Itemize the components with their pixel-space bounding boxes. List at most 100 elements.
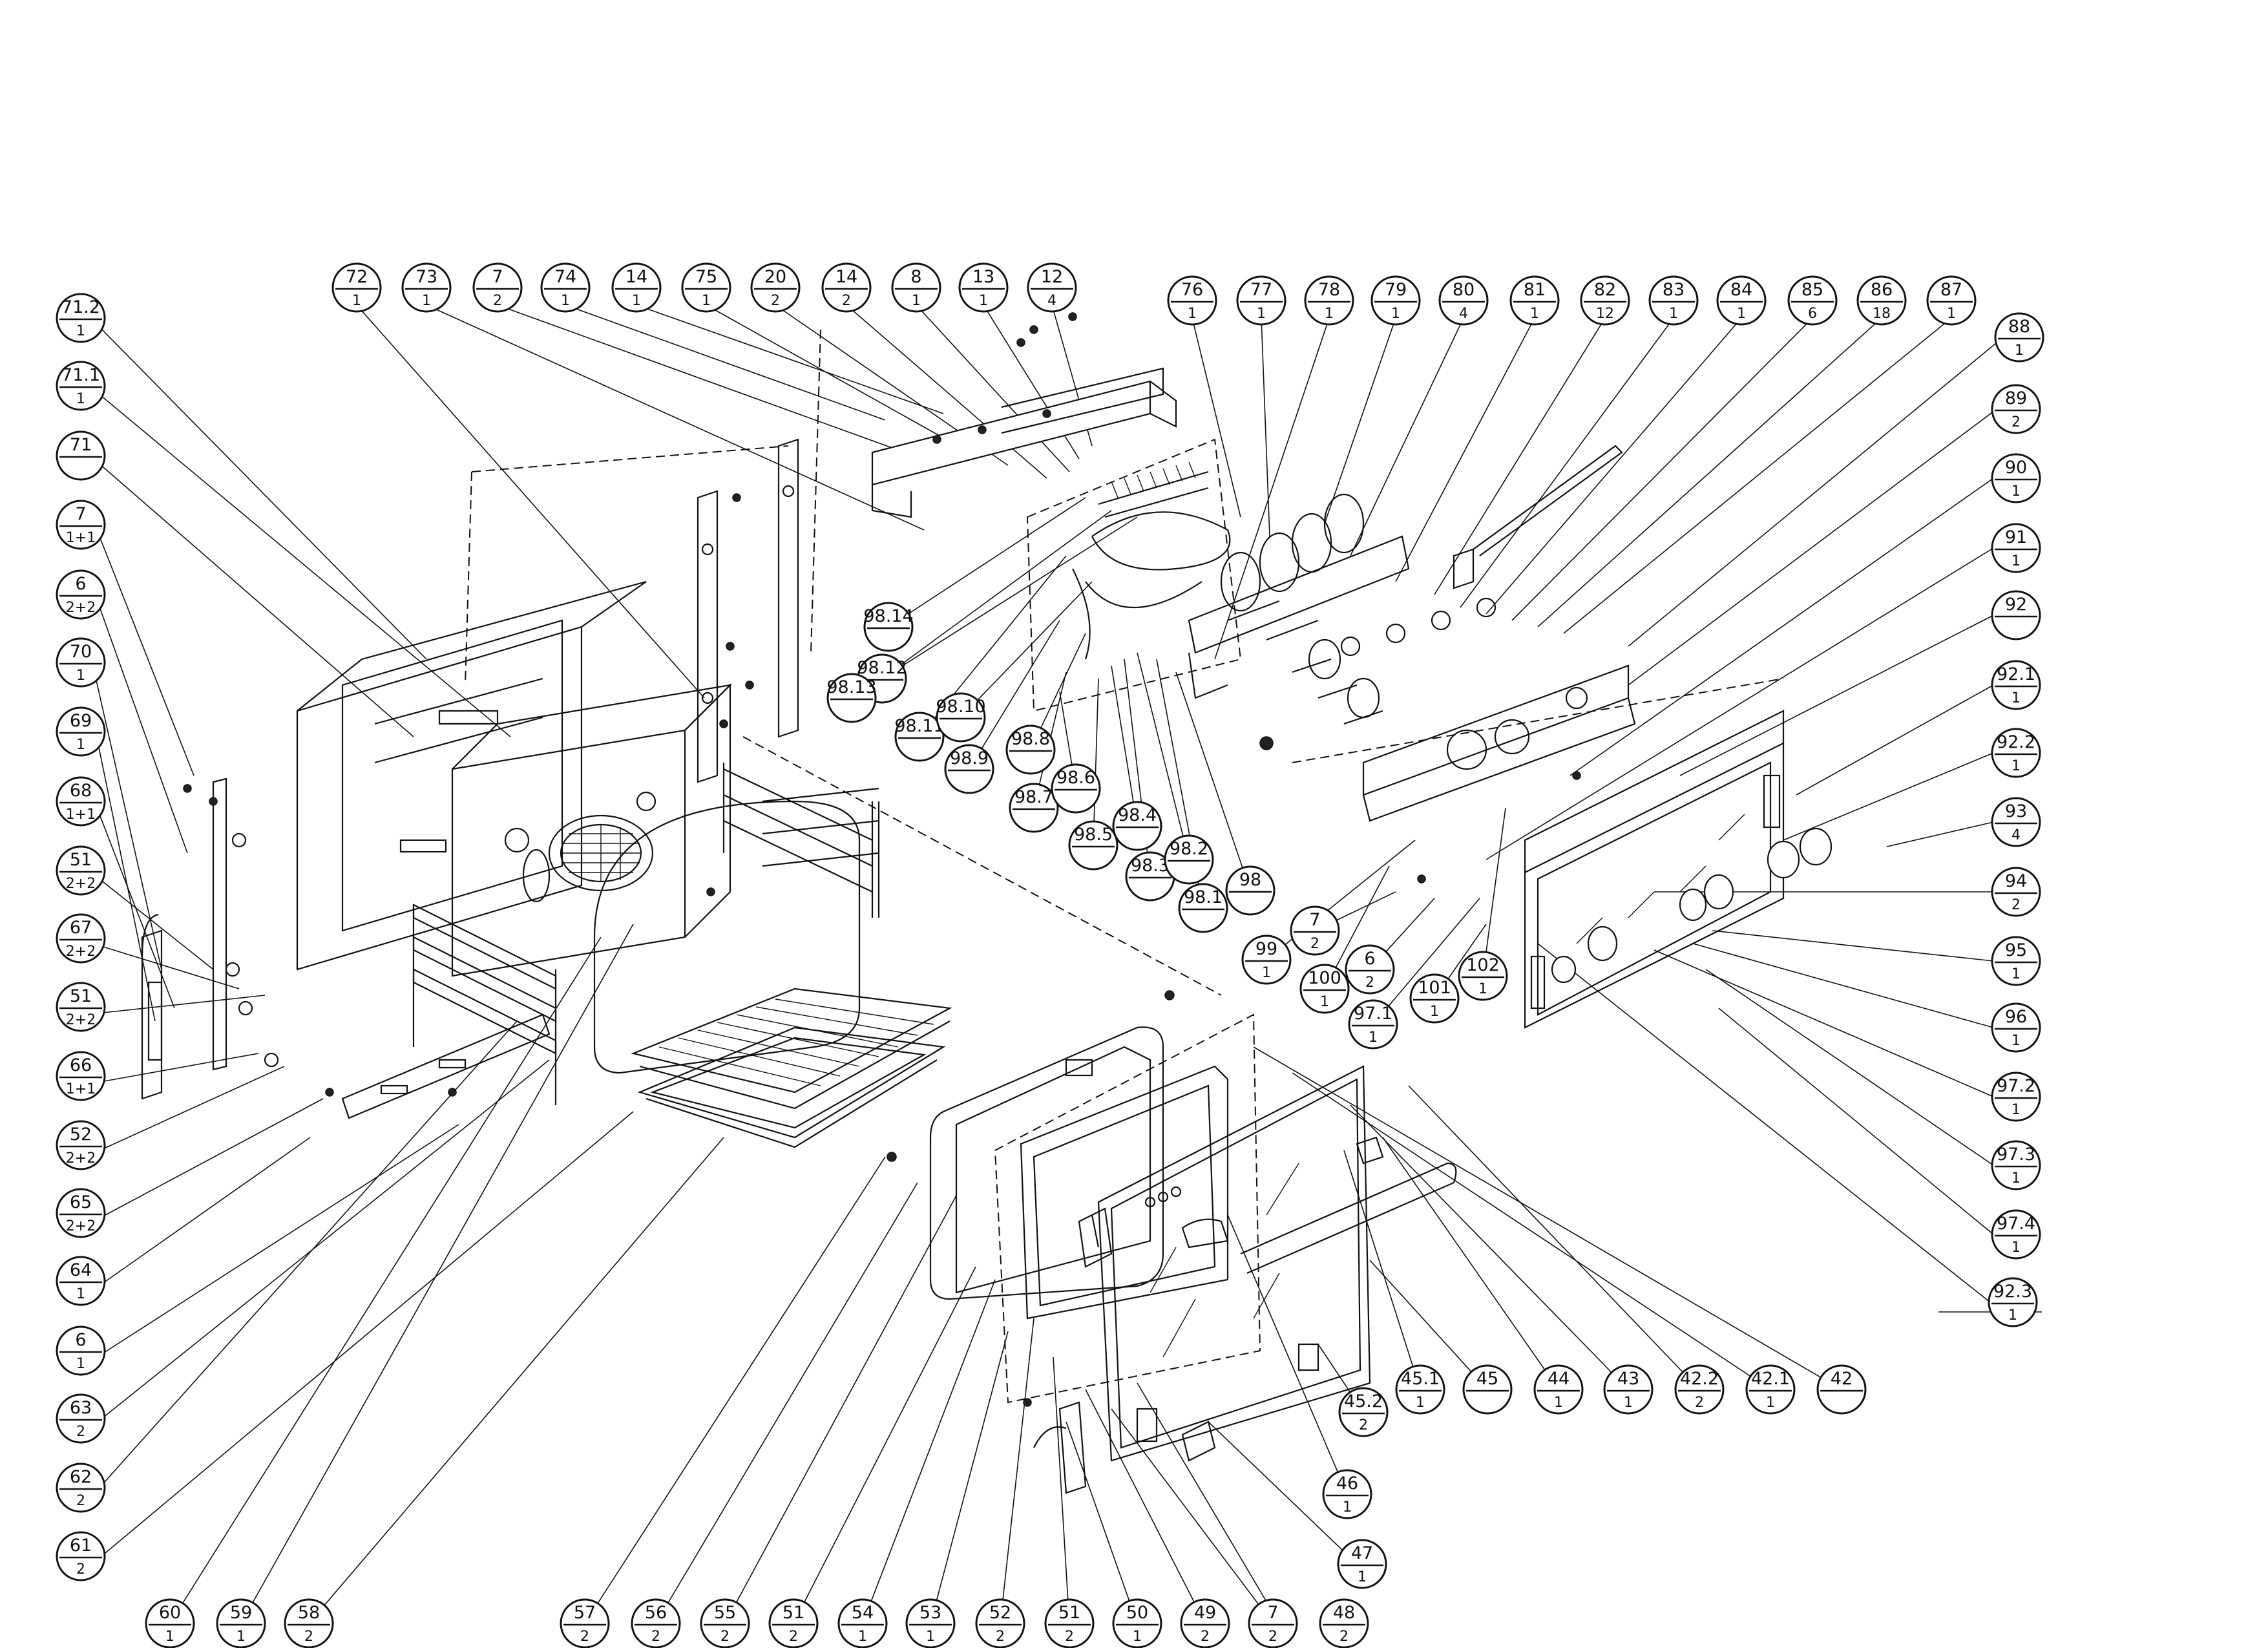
- part-number: 98.6: [1056, 768, 1095, 788]
- part-number: 85: [1801, 280, 1823, 300]
- part-number: 43: [1617, 1369, 1639, 1389]
- part-quantity: 1: [1369, 1030, 1378, 1046]
- part-quantity: 4: [1047, 293, 1056, 309]
- callout-83: 831: [1648, 275, 1699, 326]
- callout-49: 492: [1180, 1598, 1230, 1648]
- callout-46: 461: [1322, 1469, 1372, 1519]
- callout-76: 761: [1167, 275, 1217, 326]
- callout-48: 482: [1319, 1598, 1369, 1648]
- part-number: 6: [75, 1330, 86, 1350]
- callout-circle: [331, 262, 382, 313]
- part-number: 57: [574, 1603, 596, 1623]
- part-number: 70: [70, 642, 92, 662]
- part-quantity: 1: [2015, 343, 2024, 359]
- callout-circle: [1438, 275, 1489, 326]
- part-quantity: 2: [1339, 1629, 1349, 1645]
- callout-circle: [1533, 1364, 1584, 1415]
- part-number: 68: [70, 781, 92, 801]
- part-number: 50: [1126, 1603, 1148, 1623]
- callout-6: 62: [1345, 944, 1395, 995]
- part-callouts: 7217317274114175120214281131124761771781…: [56, 262, 2044, 1648]
- part-number: 64: [70, 1260, 92, 1280]
- part-quantity: 1: [2011, 1170, 2021, 1187]
- callout-circle: [1112, 801, 1162, 851]
- callout-13: 131: [958, 262, 1009, 313]
- callout-circle: [1009, 783, 1059, 833]
- callout-58: 582: [284, 1598, 334, 1648]
- callout-circle: [631, 1598, 681, 1648]
- callout-70: 701: [56, 637, 106, 688]
- callout-circle: [56, 569, 106, 620]
- part-number: 98.7: [1014, 787, 1053, 807]
- part-number: 51: [70, 850, 92, 870]
- callout-circle: [1991, 523, 2041, 573]
- callout-78: 781: [1304, 275, 1354, 326]
- part-quantity: 1: [76, 323, 85, 339]
- part-number: 42.2: [1680, 1369, 1719, 1389]
- part-number: 72: [346, 267, 368, 287]
- callout-97-2: 97.21: [1991, 1072, 2041, 1122]
- part-number: 69: [70, 711, 92, 731]
- part-quantity: 2: [2011, 414, 2021, 430]
- callout-56: 562: [631, 1598, 681, 1648]
- callout-60: 601: [145, 1598, 195, 1648]
- part-quantity: 1: [2011, 758, 2021, 774]
- knob-spindles: [1259, 597, 1496, 750]
- left-side-runners: [341, 903, 557, 1119]
- callout-circle: [1337, 1539, 1387, 1589]
- callout-98: 98: [1225, 865, 1276, 916]
- callout-circle: [1745, 1364, 1796, 1415]
- callout-circle: [1178, 883, 1228, 933]
- part-quantity: 1: [1430, 1004, 1439, 1020]
- part-number: 12: [1041, 267, 1063, 287]
- callout-75: 751: [681, 262, 731, 313]
- part-quantity: 1: [1262, 965, 1271, 981]
- part-quantity: 1: [1478, 981, 1487, 997]
- callout-59: 591: [216, 1598, 266, 1648]
- callout-circle: [611, 262, 662, 313]
- part-number: 51: [1058, 1603, 1080, 1623]
- part-quantity: 1: [165, 1629, 174, 1645]
- part-number: 45: [1476, 1369, 1498, 1389]
- part-number: 58: [298, 1603, 320, 1623]
- part-quantity: 1: [2011, 966, 2021, 982]
- part-quantity: 2: [76, 1561, 85, 1578]
- part-quantity: 2: [842, 293, 851, 309]
- part-quantity: 1: [76, 668, 85, 684]
- door-outer-frame: [994, 1013, 1261, 1404]
- callout-50: 501: [1112, 1598, 1162, 1648]
- callout-61: 612: [56, 1531, 106, 1581]
- part-number: 92.1: [1997, 664, 2035, 684]
- callout-14: 141: [611, 262, 662, 313]
- wire-shelf: [631, 988, 952, 1110]
- part-quantity: 1: [979, 293, 988, 309]
- callout-circle: [1112, 1598, 1162, 1648]
- callout-62: 622: [56, 1463, 106, 1513]
- top-trim-panel: [871, 367, 1177, 518]
- callout-98-10: 98.10: [936, 692, 986, 743]
- part-quantity: 2: [1065, 1629, 1074, 1645]
- callout-circle: [1816, 1364, 1867, 1415]
- part-number: 6: [75, 574, 86, 594]
- callout-98-9: 98.9: [944, 744, 994, 794]
- part-number: 65: [70, 1192, 92, 1212]
- callout-circle: [1991, 453, 2041, 503]
- callout-88: 881: [1994, 312, 2044, 363]
- callout-circle: [1994, 312, 2044, 363]
- part-number: 7: [1309, 910, 1320, 930]
- oven-body-outer-casing: [296, 580, 647, 971]
- callout-circle: [1856, 275, 1907, 326]
- part-number: 13: [972, 267, 994, 287]
- left-frame-strips: [141, 777, 279, 1100]
- callout-circle: [1458, 951, 1508, 1001]
- part-number: 51: [70, 986, 92, 1006]
- callout-circle: [56, 1326, 106, 1376]
- part-quantity: 2: [651, 1629, 660, 1645]
- part-quantity: 2: [1365, 975, 1374, 991]
- part-number: 7: [1267, 1603, 1278, 1623]
- callout-74: 741: [540, 262, 591, 313]
- baking-tray: [637, 1026, 946, 1148]
- callout-80: 804: [1438, 275, 1489, 326]
- callout-circle: [56, 1463, 106, 1513]
